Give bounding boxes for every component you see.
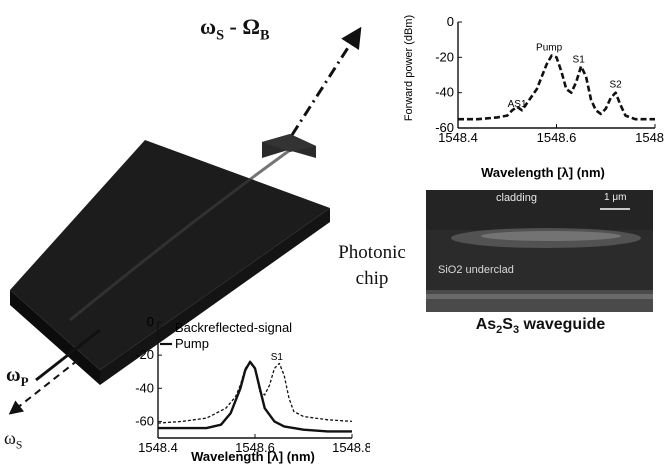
sem-texture xyxy=(426,190,653,312)
x-tick-label: 1548.8 xyxy=(635,130,665,145)
pump-frequency-label: ωP xyxy=(6,364,29,389)
peak-annotation: AS1 xyxy=(508,99,527,110)
pump-beam-line xyxy=(35,328,101,382)
y-tick-label: -40 xyxy=(135,380,154,395)
chip-top xyxy=(10,140,330,370)
output-frequency-label: ωS - ΩB xyxy=(200,14,270,44)
y-tick-label: -40 xyxy=(435,85,454,100)
series-line-0 xyxy=(458,54,655,121)
peak-annotation: S1 xyxy=(271,352,284,363)
signal-frequency-label: ωS xyxy=(4,428,23,452)
legend-backreflected-label: Backreflected-signal xyxy=(175,320,292,335)
y-tick-label: -60 xyxy=(435,120,454,135)
y-tick-label: -20 xyxy=(435,49,454,64)
y-tick-label: 0 xyxy=(147,314,154,329)
forward-power-chart: 0-20-40-601548.41548.61548.8AS1PumpS1S2 … xyxy=(403,14,665,180)
top-chart-xlabel: Wavelength [λ] (nm) xyxy=(481,165,605,180)
legend: Backreflected-signal Pump xyxy=(160,320,292,351)
chip-label: Photonic chip xyxy=(322,240,422,292)
sem-image: cladding 1 μm SiO2 underclad xyxy=(426,190,653,312)
peak-annotation: S2 xyxy=(609,79,622,90)
series-line-pump xyxy=(158,360,352,433)
x-tick-label: 1548.6 xyxy=(537,130,577,145)
chip-ridge-top xyxy=(262,134,316,152)
y-tick-label: 0 xyxy=(447,14,454,29)
x-tick-label: 1548.8 xyxy=(332,440,370,455)
y-tick-label: -20 xyxy=(135,347,154,362)
chip-label-line2: chip xyxy=(355,268,389,289)
chip-label-line1: Photonic xyxy=(338,242,406,263)
sem-underclad-label: SiO2 underclad xyxy=(438,264,514,276)
sem-cladding-label: cladding xyxy=(496,192,537,204)
sem-scale-label: 1 μm xyxy=(604,192,627,203)
x-tick-label: 1548.4 xyxy=(438,130,478,145)
waveguide-trace xyxy=(69,148,291,322)
y-tick-label: -60 xyxy=(135,413,154,428)
peak-annotation: S1 xyxy=(573,55,586,66)
waveguide-caption: As2S3 waveguide xyxy=(475,316,606,337)
x-tick-label: 1548.4 xyxy=(138,440,178,455)
signal-beam-line xyxy=(8,359,79,415)
output-beam-line xyxy=(290,26,362,136)
top-chart-ylabel: Forward power (dBm) xyxy=(403,15,415,121)
x-tick-label: 1548.6 xyxy=(235,440,275,455)
legend-pump-label: Pump xyxy=(175,336,209,351)
bottom-chart-xlabel: Wavelength [λ] (nm) xyxy=(191,449,315,464)
backreflection-chart: 0 -20 -40 -60 1548.4 1548.6 1548.8 S1 Wavelengt… xyxy=(135,314,370,464)
peak-annotation: Pump xyxy=(536,42,563,53)
